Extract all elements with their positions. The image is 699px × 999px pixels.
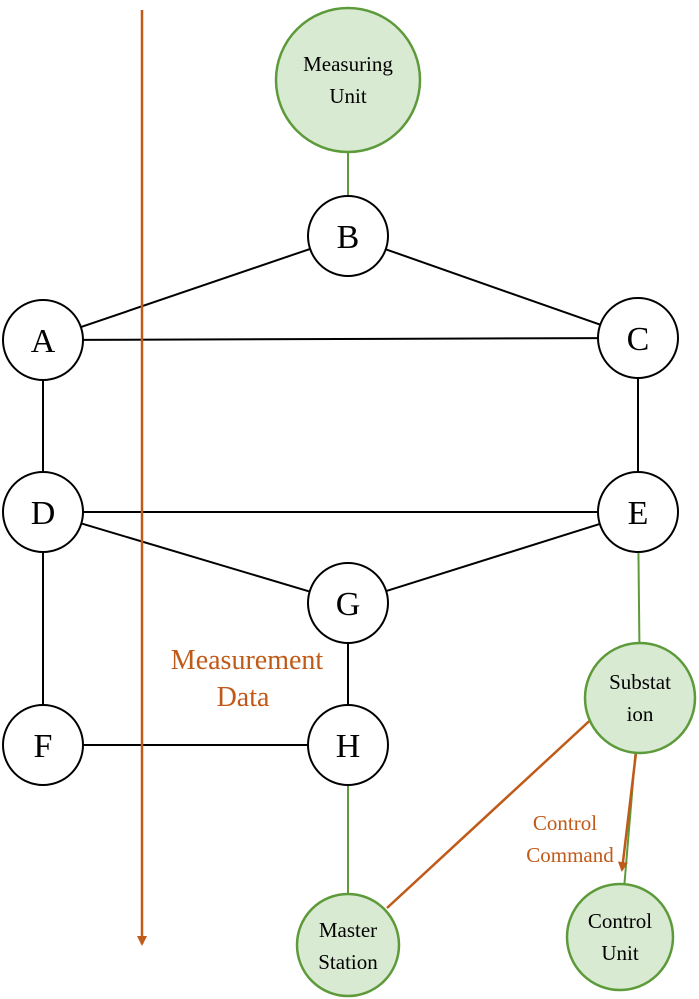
node-g-label: G: [336, 586, 361, 623]
node-f: F: [2, 704, 84, 786]
node-d: D: [2, 471, 84, 553]
control-command-line1: Control: [533, 811, 597, 835]
measurement-data-line2: Data: [217, 682, 270, 713]
master-station-label-line1: Master: [319, 918, 377, 942]
node-c-label: C: [627, 321, 650, 358]
edge-a-b: [80, 247, 311, 329]
node-b-label: B: [337, 219, 360, 256]
node-layer: A B C D E F G H: [2, 6, 697, 998]
node-a-label: A: [31, 323, 56, 360]
measurement-data-annotation: Measurement Data: [171, 645, 324, 713]
node-f-label: F: [34, 728, 53, 765]
node-c: C: [597, 297, 679, 379]
edge-a-c: [82, 337, 599, 341]
measuring-unit-label-line1: Measuring: [303, 52, 393, 76]
node-e-label: E: [628, 495, 649, 532]
node-e: E: [597, 471, 679, 553]
node-h: H: [307, 704, 389, 786]
control-command-arrow: [617, 735, 640, 872]
edge-e-g: [385, 523, 601, 592]
measuring-unit-node: Measuring Unit: [274, 6, 422, 154]
substation-label-line2: ion: [627, 702, 654, 726]
control-unit-label-line1: Control: [588, 909, 652, 933]
control-command-line2: Command: [526, 843, 614, 867]
control-command-annotation: Control Command: [526, 811, 614, 867]
node-g: G: [307, 562, 389, 644]
node-h-label: H: [336, 728, 361, 765]
substation-label-line1: Substat: [609, 670, 671, 694]
control-unit-node: Control Unit: [565, 882, 675, 992]
control-unit-label-line2: Unit: [601, 941, 639, 965]
master-station-node: Master Station: [295, 892, 401, 998]
green-link-layer: [347, 152, 641, 894]
node-b: B: [307, 195, 389, 277]
substation-node: Substat ion: [583, 641, 697, 755]
edge-b-c: [385, 248, 601, 326]
green-link-e-substation: [637, 551, 641, 644]
edge-layer: [42, 247, 639, 746]
measurement-data-line1: Measurement: [171, 645, 324, 676]
edge-d-g: [81, 522, 310, 593]
node-d-label: D: [31, 495, 56, 532]
node-a: A: [2, 299, 84, 381]
measuring-unit-label-line2: Unit: [329, 84, 367, 108]
master-station-label-line2: Station: [318, 950, 378, 974]
master-to-substation-arrow: [386, 711, 600, 909]
